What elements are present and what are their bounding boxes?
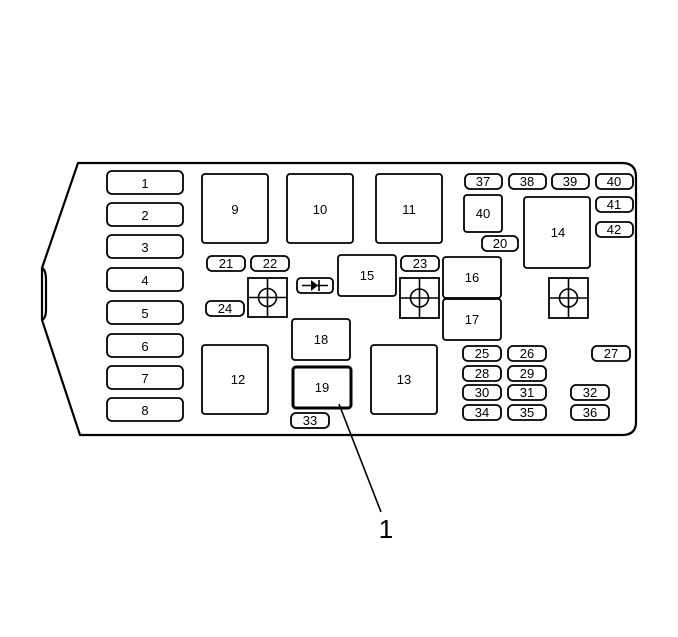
fuse-33-label: 33 [303, 413, 317, 428]
fuse-30-label: 30 [475, 385, 489, 400]
relay-14-label: 14 [551, 225, 565, 240]
fuse-8-label: 8 [141, 403, 148, 418]
relay-40 [463, 194, 503, 233]
fuse-1 [106, 170, 184, 195]
fuse-25 [462, 345, 502, 362]
callout-label: 1 [379, 514, 393, 544]
fuse-25-label: 25 [475, 346, 489, 361]
relay-14 [523, 196, 591, 269]
relay-11 [375, 173, 443, 244]
relay-11-label: 11 [402, 202, 416, 217]
fuse-3-label: 3 [141, 240, 148, 255]
left-fuse-column: 1 2 3 4 5 6 7 8 [106, 170, 184, 422]
relay-15 [337, 254, 397, 297]
fuse-37 [464, 173, 503, 190]
fuse-37-label: 37 [476, 174, 490, 189]
fuse-22 [250, 255, 290, 272]
mounting-boss-left [247, 277, 288, 318]
fuse-5 [106, 300, 184, 325]
fuse-35 [507, 404, 547, 421]
fuse-7-label: 7 [141, 371, 148, 386]
fuse-42 [595, 221, 634, 238]
fuse-block-housing [40, 161, 638, 437]
fuse-42-label: 42 [607, 222, 621, 237]
relay-16-label: 16 [465, 270, 479, 285]
fuse-8 [106, 397, 184, 422]
fuse-39 [551, 173, 590, 190]
fuse-28 [462, 365, 502, 382]
fuse-40-small-label: 40 [607, 174, 621, 189]
fuse-39-label: 39 [563, 174, 577, 189]
fuse-3 [106, 234, 184, 259]
relay-16 [442, 256, 502, 299]
fuse-6-label: 6 [141, 339, 148, 354]
fuse-24 [205, 300, 245, 317]
fuse-5-label: 5 [141, 306, 148, 321]
fuse-34 [462, 404, 502, 421]
fuse-36 [570, 404, 610, 421]
fuse-20 [481, 235, 519, 252]
fuse-28-label: 28 [475, 366, 489, 381]
fuse-36-label: 36 [583, 405, 597, 420]
relay-18 [291, 318, 351, 361]
fuse-21-label: 21 [219, 256, 233, 271]
relay-19-label: 19 [315, 380, 329, 395]
relay-12-label: 12 [231, 372, 245, 387]
fuse-26-label: 26 [520, 346, 534, 361]
fuse-2 [106, 202, 184, 227]
relay-13-label: 13 [397, 372, 411, 387]
fuse-40-small [595, 173, 634, 190]
fuse-22-label: 22 [263, 256, 277, 271]
relay-10-label: 10 [313, 202, 327, 217]
housing-tab [41, 267, 48, 321]
fuse-33 [290, 412, 330, 429]
relay-40-label: 40 [476, 206, 490, 221]
mounting-boss-center [399, 277, 440, 319]
fuse-41 [595, 196, 634, 213]
fuse-35-label: 35 [520, 405, 534, 420]
fuse-30 [462, 384, 502, 401]
relay-18-label: 18 [314, 332, 328, 347]
fuse-26 [507, 345, 547, 362]
fuse-1-label: 1 [141, 176, 148, 191]
fuse-38 [508, 173, 547, 190]
relay-9 [201, 173, 269, 244]
callout-leader-line [338, 403, 382, 513]
fuse-32 [570, 384, 610, 401]
fuse-32-label: 32 [583, 385, 597, 400]
relay-10 [286, 173, 354, 244]
fuse-23 [400, 255, 440, 272]
relay-9-label: 9 [231, 202, 238, 217]
relay-13 [370, 344, 438, 415]
fuse-4 [106, 267, 184, 292]
fuse-21 [206, 255, 246, 272]
diode-symbol [296, 277, 334, 294]
fuse-24-label: 24 [218, 301, 232, 316]
fuse-31 [507, 384, 547, 401]
fuse-2-label: 2 [141, 208, 148, 223]
relay-19 [291, 365, 353, 410]
relay-17-label: 17 [465, 312, 479, 327]
fuse-34-label: 34 [475, 405, 489, 420]
fuse-29-label: 29 [520, 366, 534, 381]
fuse-23-label: 23 [413, 256, 427, 271]
relay-17 [442, 298, 502, 341]
fuse-29 [507, 365, 547, 382]
relay-15-label: 15 [360, 268, 374, 283]
fuse-41-label: 41 [607, 197, 621, 212]
fuse-27 [591, 345, 631, 362]
mounting-boss-right [548, 277, 589, 319]
fuse-20-label: 20 [493, 236, 507, 251]
fuse-31-label: 31 [520, 385, 534, 400]
fuse-27-label: 27 [604, 346, 618, 361]
fuse-7 [106, 365, 184, 390]
fuse-38-label: 38 [520, 174, 534, 189]
fuse-4-label: 4 [141, 273, 148, 288]
relay-12 [201, 344, 269, 415]
fuse-6 [106, 333, 184, 358]
